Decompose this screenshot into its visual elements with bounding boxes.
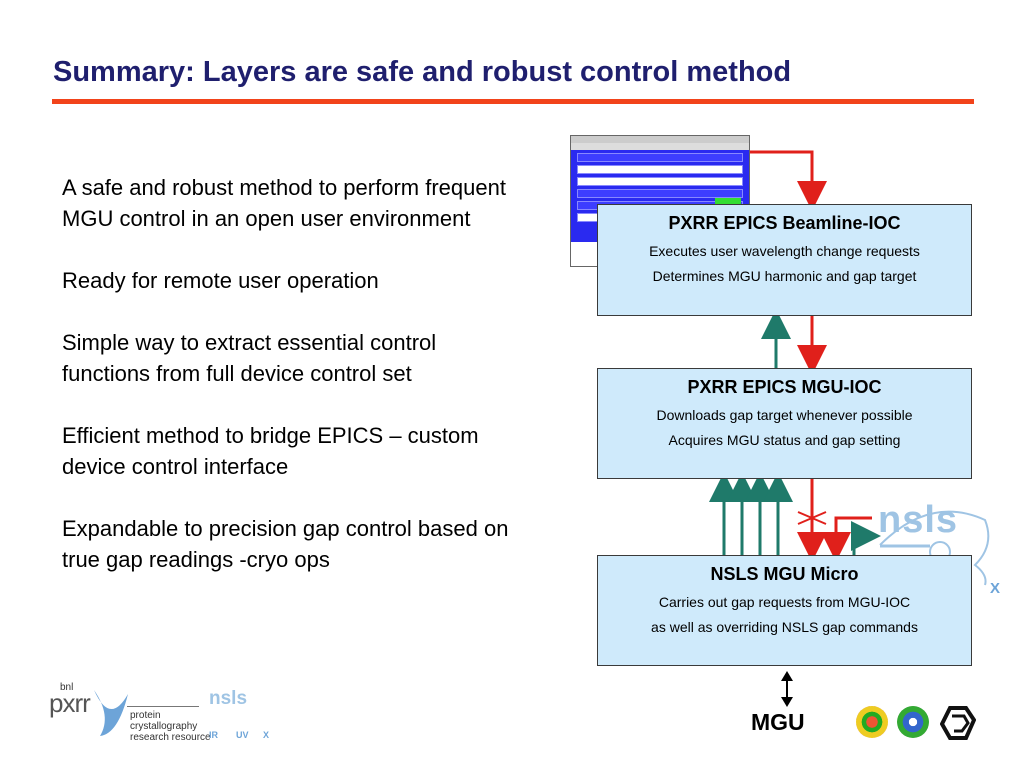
mgu-micro-box: NSLS MGU Micro Carries out gap requests … — [597, 555, 972, 666]
pxrr-logo-bnl: bnl — [60, 682, 74, 693]
summary-item: Simple way to extract essential control … — [62, 330, 437, 386]
thumbnail-menubar — [571, 143, 749, 150]
sponsor-logo-2 — [897, 706, 929, 738]
arrow-nsls-override-red — [821, 516, 872, 562]
thumbnail-titlebar — [571, 136, 749, 143]
override-cross-mark — [797, 511, 827, 525]
nsls-logo-x-label: X — [990, 580, 1001, 597]
nsls-band-x: X — [263, 730, 270, 740]
box-line: Executes user wavelength change requests — [649, 243, 920, 259]
box-line: Acquires MGU status and gap setting — [668, 432, 901, 448]
mgu-ioc-box: PXRR EPICS MGU-IOC Downloads gap target … — [597, 368, 972, 479]
pxrr-logo-sub-line: protein — [130, 710, 161, 721]
arrow-micro-to-nsls-teal — [851, 521, 881, 555]
box-line: as well as overriding NSLS gap commands — [651, 619, 918, 635]
pxrr-logo-sub-line: research resource — [130, 732, 211, 743]
box-title: PXRR EPICS MGU-IOC — [687, 377, 882, 397]
pxrr-logo-subtitle: protein crystallography research resourc… — [130, 710, 211, 743]
thumbnail-row — [577, 177, 743, 186]
pxrr-logo-sub-line: crystallography — [130, 721, 198, 732]
mgu-label: MGU — [751, 709, 805, 735]
box-title: NSLS MGU Micro — [710, 564, 859, 584]
pxrr-logo-rule — [127, 706, 199, 707]
beamline-ioc-box: PXRR EPICS Beamline-IOC Executes user wa… — [597, 204, 972, 316]
box-title: PXRR EPICS Beamline-IOC — [668, 213, 901, 233]
arrow-head — [781, 697, 793, 707]
nsls-logo-ring — [879, 510, 990, 586]
thumbnail-row — [577, 153, 743, 162]
box-line: Downloads gap target whenever possible — [656, 407, 913, 423]
summary-item: A safe and robust method to perform freq… — [62, 175, 506, 231]
nsls-band-ir: IR — [209, 730, 218, 740]
box-line: Carries out gap requests from MGU-IOC — [658, 594, 911, 610]
thumbnail-status-indicator — [715, 198, 741, 205]
summary-list: A safe and robust method to perform freq… — [62, 172, 522, 606]
summary-item: Efficient method to bridge EPICS – custo… — [62, 423, 479, 479]
nsls-band-uv: UV — [236, 730, 249, 740]
nsls-logo-large: nsls — [878, 499, 959, 541]
sponsor-logo-3 — [940, 706, 976, 740]
box-line: Determines MGU harmonic and gap target — [652, 268, 917, 284]
pxrr-logo-swoosh — [94, 690, 128, 736]
arrow-thumbnail-to-beamline-ioc — [750, 150, 827, 211]
thumbnail-row — [577, 165, 743, 174]
thumbnail-row — [577, 189, 743, 198]
sponsor-logo-1 — [856, 706, 888, 738]
summary-item: Ready for remote user operation — [62, 268, 379, 293]
pxrr-logo-wordmark: pxrr — [49, 688, 91, 718]
page-title: Summary: Layers are safe and robust cont… — [53, 56, 792, 88]
nsls-logo-small: nsls — [209, 688, 248, 709]
title-underline — [52, 99, 974, 104]
summary-item: Expandable to precision gap control base… — [62, 516, 509, 572]
arrow-head — [781, 671, 793, 681]
